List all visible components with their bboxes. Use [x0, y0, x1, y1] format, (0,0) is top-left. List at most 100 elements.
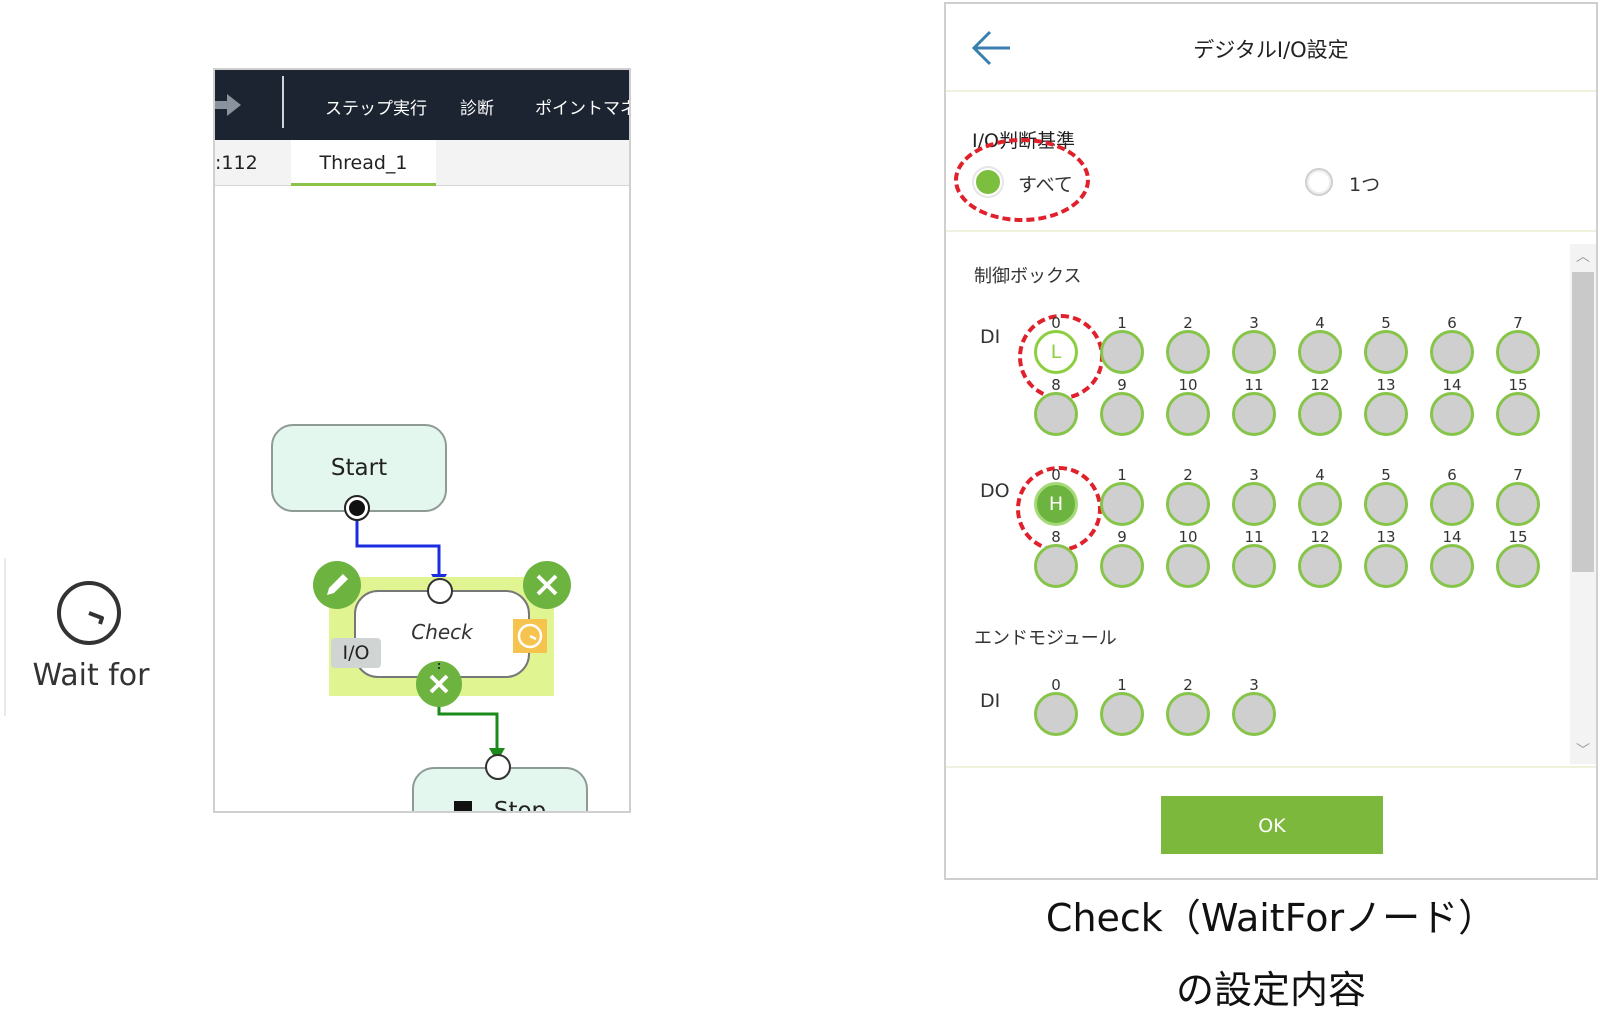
io-pin[interactable]: [1166, 392, 1210, 436]
io-pin[interactable]: [1298, 544, 1342, 588]
wait-for-tool[interactable]: Wait for: [4, 558, 174, 716]
timer-icon: [513, 619, 547, 653]
io-pin[interactable]: [1034, 692, 1078, 736]
flow-canvas[interactable]: Start Check I/O: [215, 186, 629, 813]
connector-start-check: [355, 506, 441, 578]
io-pin[interactable]: [1166, 692, 1210, 736]
pin-number: 9: [1117, 376, 1127, 394]
io-pin[interactable]: [1496, 392, 1540, 436]
pencil-icon: [327, 574, 348, 595]
pin-number: 10: [1178, 528, 1198, 546]
io-pin[interactable]: [1232, 692, 1276, 736]
pin-number: 0: [1051, 314, 1061, 332]
pin-number: 12: [1310, 376, 1330, 394]
digital-io-dialog: デジタルI/O設定 I/O判断基準 すべて 1つ 制御ボックス DI DO エン…: [944, 2, 1598, 880]
pin-number: 13: [1376, 528, 1396, 546]
io-pin[interactable]: [1430, 482, 1474, 526]
io-pin[interactable]: [1298, 392, 1342, 436]
pin-number: 0: [1051, 466, 1061, 484]
pin-number: 6: [1447, 466, 1457, 484]
pin-number: 11: [1244, 376, 1264, 394]
io-pin[interactable]: [1496, 544, 1540, 588]
io-pin[interactable]: [1232, 482, 1276, 526]
io-pin[interactable]: [1100, 392, 1144, 436]
pin-number: 5: [1381, 466, 1391, 484]
io-pin[interactable]: [1496, 482, 1540, 526]
io-pin[interactable]: [1430, 330, 1474, 374]
scroll-thumb[interactable]: [1572, 272, 1594, 572]
io-pin[interactable]: [1100, 482, 1144, 526]
io-pin[interactable]: [1364, 330, 1408, 374]
pin-number: 4: [1315, 466, 1325, 484]
pin-number: 1: [1117, 314, 1127, 332]
caption-line-2: の設定内容: [1175, 968, 1366, 1012]
back-arrow-icon[interactable]: [970, 28, 1012, 68]
pin-number: 8: [1051, 528, 1061, 546]
pin-number: 8: [1051, 376, 1061, 394]
run-arrow-icon[interactable]: [215, 92, 245, 118]
flow-editor-panel: ステップ実行 診断 ポイントマネー :112 Thread_1 Start Ch…: [213, 68, 631, 813]
figure-caption: Check（WaitForノード） の設定内容: [944, 882, 1598, 1026]
menu-separator: [282, 76, 284, 128]
io-pin[interactable]: [1166, 482, 1210, 526]
pin-number: 7: [1513, 314, 1523, 332]
thread-tabs: :112 Thread_1: [215, 140, 629, 186]
pin-number: 1: [1117, 676, 1127, 694]
io-pin[interactable]: [1232, 330, 1276, 374]
io-pin[interactable]: [1034, 544, 1078, 588]
scroll-down-icon[interactable]: ﹀: [1576, 743, 1590, 759]
start-output-port[interactable]: [343, 494, 371, 522]
close-icon: [536, 574, 558, 596]
pin-number: 4: [1315, 314, 1325, 332]
check-input-port[interactable]: [425, 576, 455, 606]
row-label-control-di: DI: [980, 326, 1001, 348]
stop-node-label: Stop: [493, 798, 547, 813]
io-pin[interactable]: [1100, 692, 1144, 736]
io-badge: I/O: [331, 638, 381, 668]
io-pin[interactable]: [1364, 392, 1408, 436]
row-label-control-do: DO: [980, 480, 1010, 502]
io-pin[interactable]: [1496, 330, 1540, 374]
menu-step-run[interactable]: ステップ実行: [325, 99, 427, 119]
start-node[interactable]: Start: [271, 424, 447, 512]
io-pin[interactable]: H: [1034, 482, 1078, 526]
pin-number: 14: [1442, 376, 1462, 394]
io-pin[interactable]: [1232, 544, 1276, 588]
radio-one-dot: [1305, 168, 1333, 196]
io-pin[interactable]: [1430, 392, 1474, 436]
io-pin[interactable]: [1100, 544, 1144, 588]
menu-point-manager[interactable]: ポイントマネー: [535, 99, 629, 119]
scrollbar[interactable]: ︿ ﹀: [1570, 244, 1596, 764]
close-icon: [429, 663, 449, 694]
io-pin[interactable]: [1166, 544, 1210, 588]
io-pin[interactable]: [1430, 544, 1474, 588]
io-pin[interactable]: [1364, 482, 1408, 526]
tab-thread-1[interactable]: Thread_1: [291, 140, 436, 186]
dialog-title: デジタルI/O設定: [1193, 38, 1349, 62]
edit-node-button[interactable]: [313, 561, 361, 609]
io-criteria-section: I/O判断基準 すべて 1つ: [946, 94, 1596, 232]
io-pin[interactable]: [1298, 330, 1342, 374]
pin-number: 3: [1249, 676, 1259, 694]
io-pin[interactable]: [1166, 330, 1210, 374]
radio-one[interactable]: 1つ: [1305, 168, 1405, 198]
tab-previous[interactable]: :112: [215, 152, 258, 174]
io-pin[interactable]: L: [1034, 330, 1078, 374]
delete-node-button[interactable]: [523, 561, 571, 609]
io-pin[interactable]: [1364, 544, 1408, 588]
scroll-up-icon[interactable]: ︿: [1576, 249, 1590, 265]
pin-number: 12: [1310, 528, 1330, 546]
io-pin[interactable]: [1298, 482, 1342, 526]
check-output-port[interactable]: [416, 661, 462, 707]
stop-icon: [453, 801, 472, 811]
io-pin[interactable]: [1100, 330, 1144, 374]
ok-button[interactable]: OK: [1161, 796, 1383, 854]
menu-bar: ステップ実行 診断 ポイントマネー: [215, 70, 629, 140]
io-pin[interactable]: [1232, 392, 1276, 436]
pin-number: 10: [1178, 376, 1198, 394]
menu-diagnose[interactable]: 診断: [460, 99, 494, 119]
stop-input-port[interactable]: [483, 752, 513, 782]
io-pin[interactable]: [1034, 392, 1078, 436]
pin-number: 2: [1183, 676, 1193, 694]
